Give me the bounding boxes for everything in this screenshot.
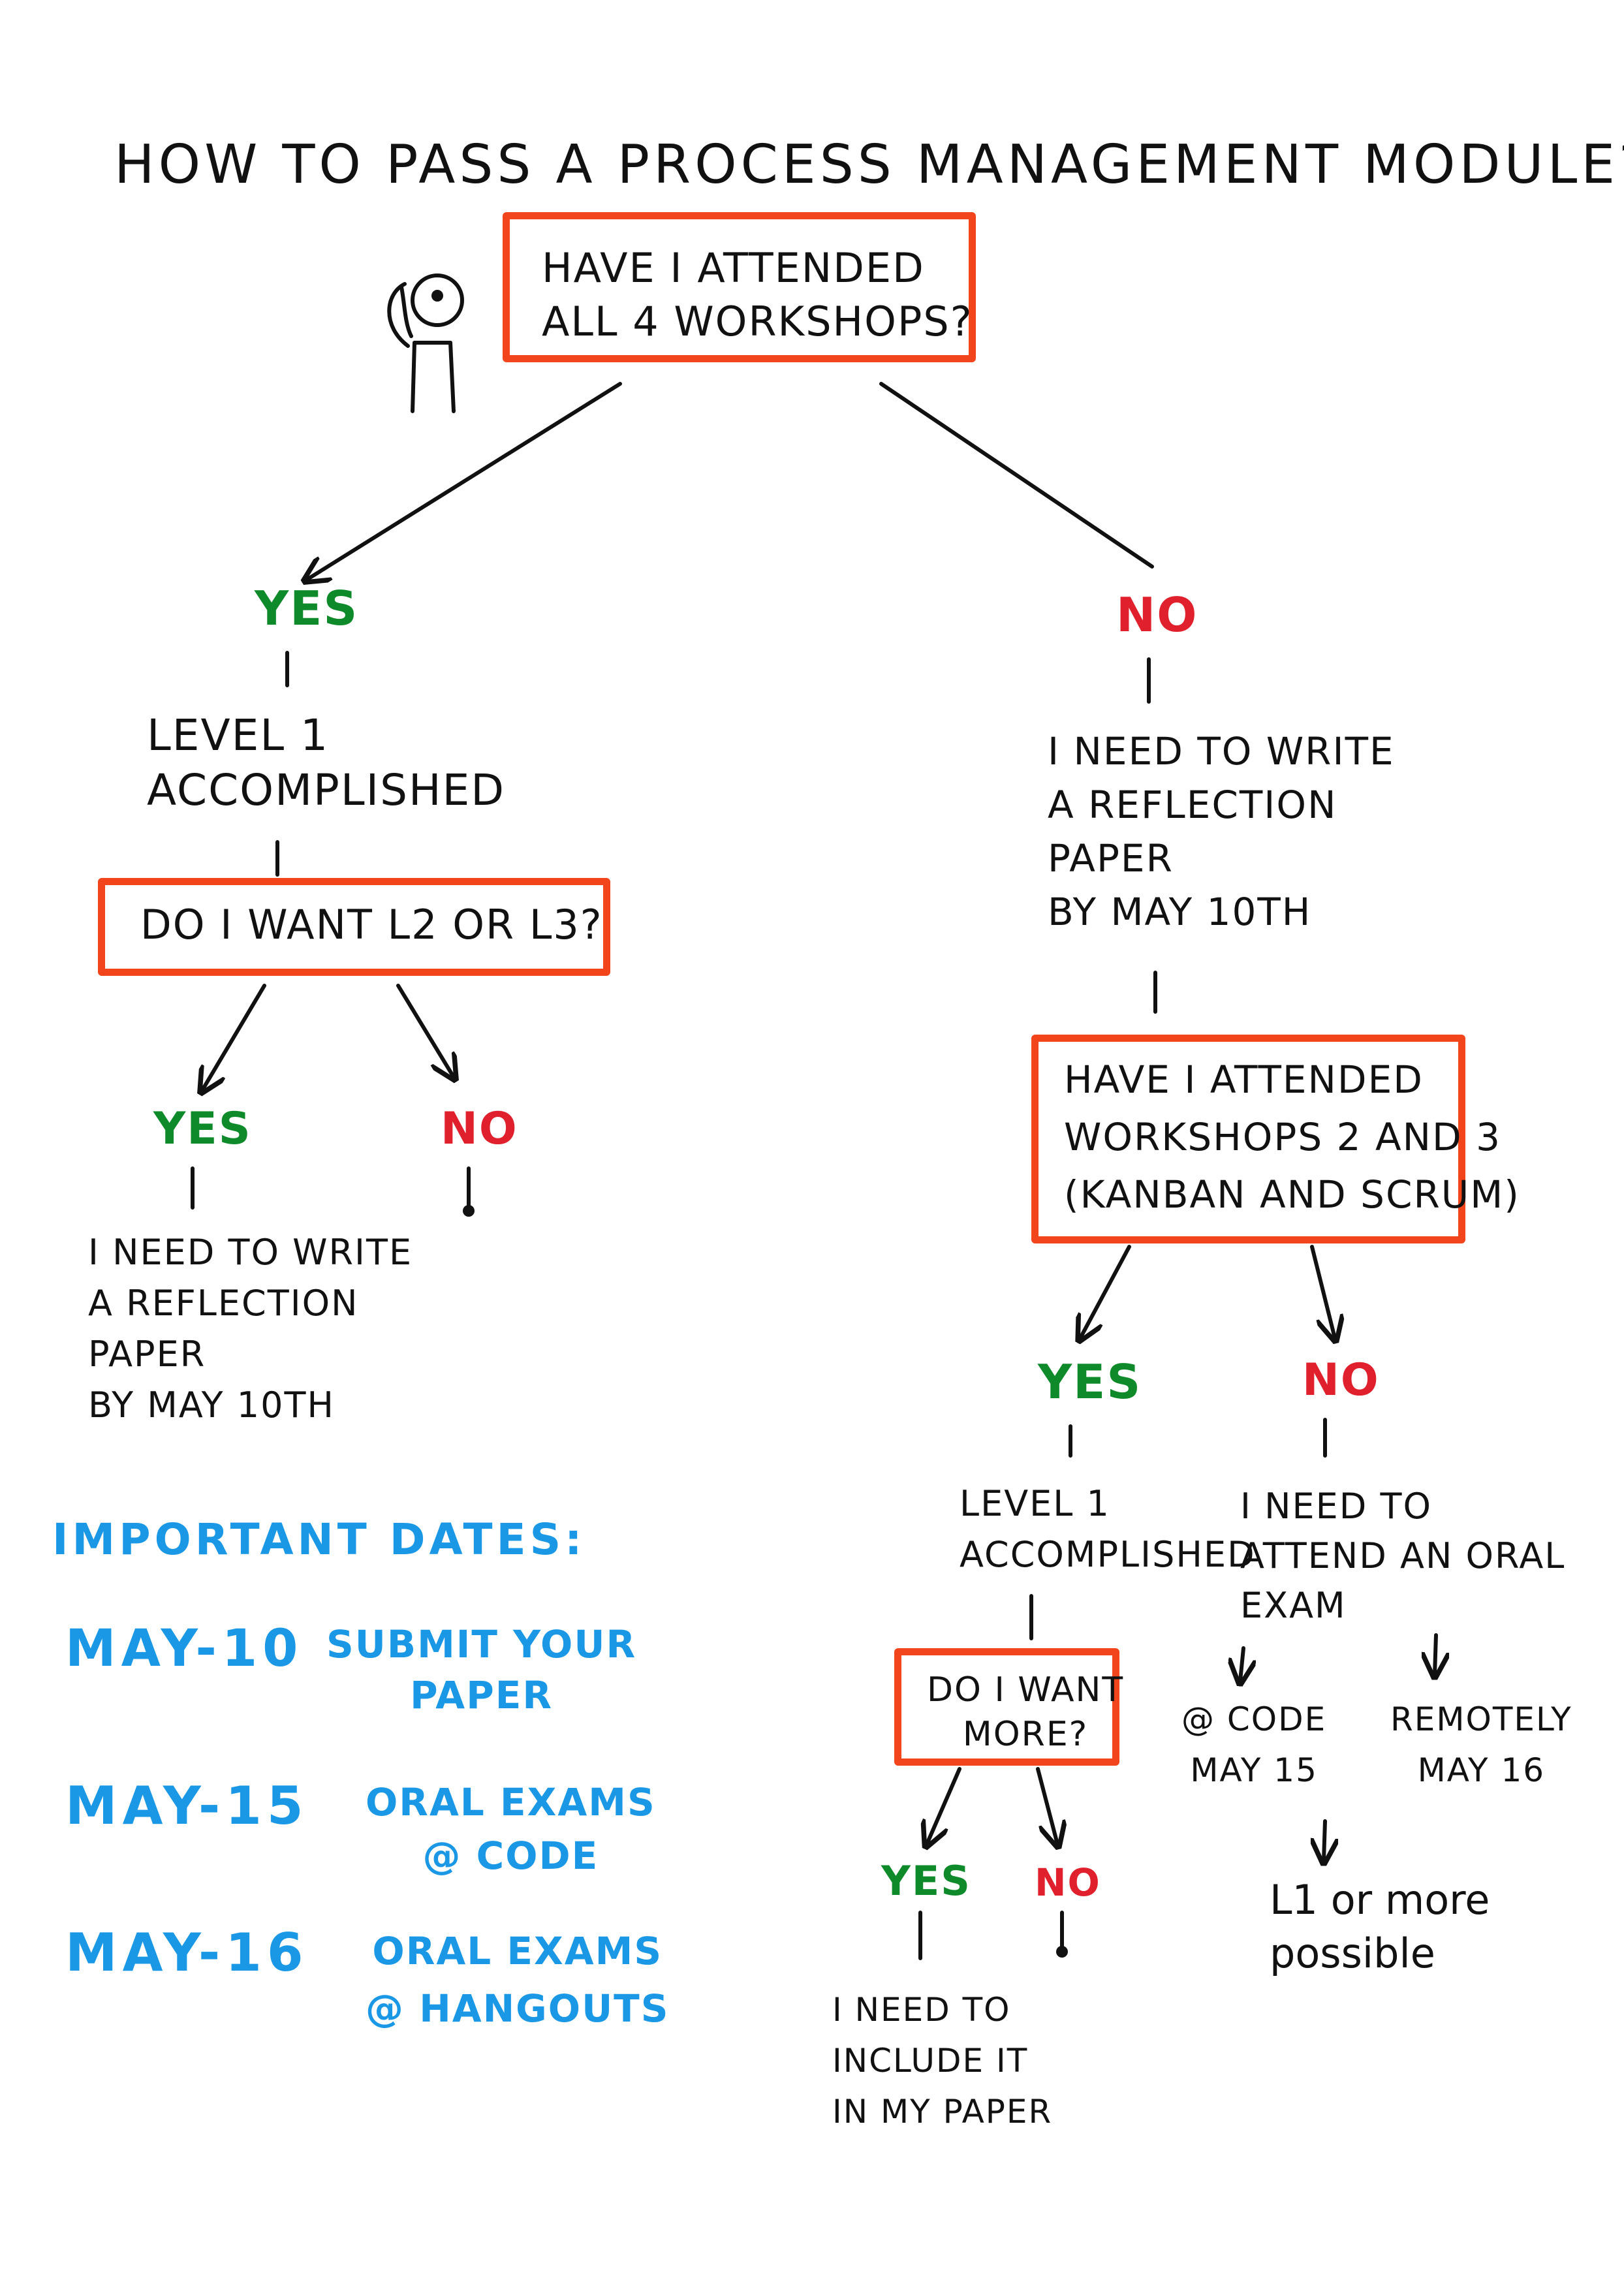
question-box-want-more xyxy=(894,1648,1119,1766)
include-in-paper-text: I NEED TO INCLUDE IT IN MY PAPER xyxy=(832,1991,1053,2131)
date-may-10-desc: SUBMIT YOUR PAPER xyxy=(326,1622,637,1717)
question-attended-workshops-2-3: HAVE I ATTENDED WORKSHOPS 2 AND 3 (KANBA… xyxy=(1064,1057,1520,1217)
page-title: HOW TO PASS A PROCESS MANAGEMENT MODULE? xyxy=(114,134,1624,196)
l1-or-more-possible: L1 or more possible xyxy=(1270,1876,1490,1977)
arrow-code-possible xyxy=(1324,1819,1325,1860)
question-box-workshops xyxy=(503,212,976,362)
arrow-oral-code xyxy=(1240,1646,1243,1681)
question-box-workshops-2-3 xyxy=(1031,1035,1465,1243)
arrow-q2-no xyxy=(396,984,454,1077)
arrow-oral-remotely xyxy=(1435,1633,1436,1674)
no-label: NO xyxy=(1302,1354,1380,1406)
yes-label: YES xyxy=(1038,1354,1142,1409)
question-want-more: DO I WANT MORE? xyxy=(927,1670,1125,1754)
question-box-l2-l3 xyxy=(98,878,610,976)
arrow-q1-no xyxy=(879,382,1154,569)
arrow-q3-no xyxy=(1310,1245,1335,1338)
reflection-paper-text: I NEED TO WRITE A REFLECTION PAPER BY MA… xyxy=(1048,729,1395,934)
end-dot xyxy=(463,1205,475,1217)
date-may-10: MAY-10 xyxy=(65,1619,304,1678)
date-may-15: MAY-15 xyxy=(65,1775,309,1836)
date-may-16: MAY-16 xyxy=(65,1922,309,1983)
date-may-16-desc: ORAL EXAMS @ HANGOUTS xyxy=(366,1929,670,2031)
question-attended-all-workshops: HAVE I ATTENDED ALL 4 WORKSHOPS? xyxy=(542,244,973,345)
end-dot xyxy=(1056,1946,1068,1958)
level-1-accomplished: LEVEL 1 ACCOMPLISHED xyxy=(147,710,506,815)
no-label: NO xyxy=(441,1103,518,1155)
level-1-accomplished: LEVEL 1 ACCOMPLISHED xyxy=(960,1483,1256,1575)
date-may-15-desc: ORAL EXAMS @ CODE xyxy=(366,1780,656,1878)
yes-label: YES xyxy=(153,1103,252,1155)
reflection-paper-text: I NEED TO WRITE A REFLECTION PAPER BY MA… xyxy=(88,1232,413,1426)
arrow-q3-yes xyxy=(1080,1245,1131,1338)
no-label: NO xyxy=(1035,1860,1101,1905)
arrow-q2-yes xyxy=(202,984,266,1090)
oral-exam-text: I NEED TO ATTEND AN ORAL EXAM xyxy=(1240,1486,1566,1626)
no-label: NO xyxy=(1116,587,1198,642)
oral-exam-remotely: REMOTELY MAY 16 xyxy=(1390,1700,1572,1789)
arrow-q1-yes xyxy=(307,382,622,580)
important-dates-heading: IMPORTANT DATES: xyxy=(52,1514,586,1565)
thinking-person-icon xyxy=(387,274,464,413)
arrow-q4-yes xyxy=(927,1767,961,1844)
yes-label: YES xyxy=(881,1857,971,1905)
question-want-l2-l3: DO I WANT L2 or L3? xyxy=(140,901,603,948)
arrow-q4-no xyxy=(1036,1767,1057,1844)
yes-label: YES xyxy=(255,581,359,636)
oral-exam-at-code: @ CODE MAY 15 xyxy=(1181,1700,1327,1789)
